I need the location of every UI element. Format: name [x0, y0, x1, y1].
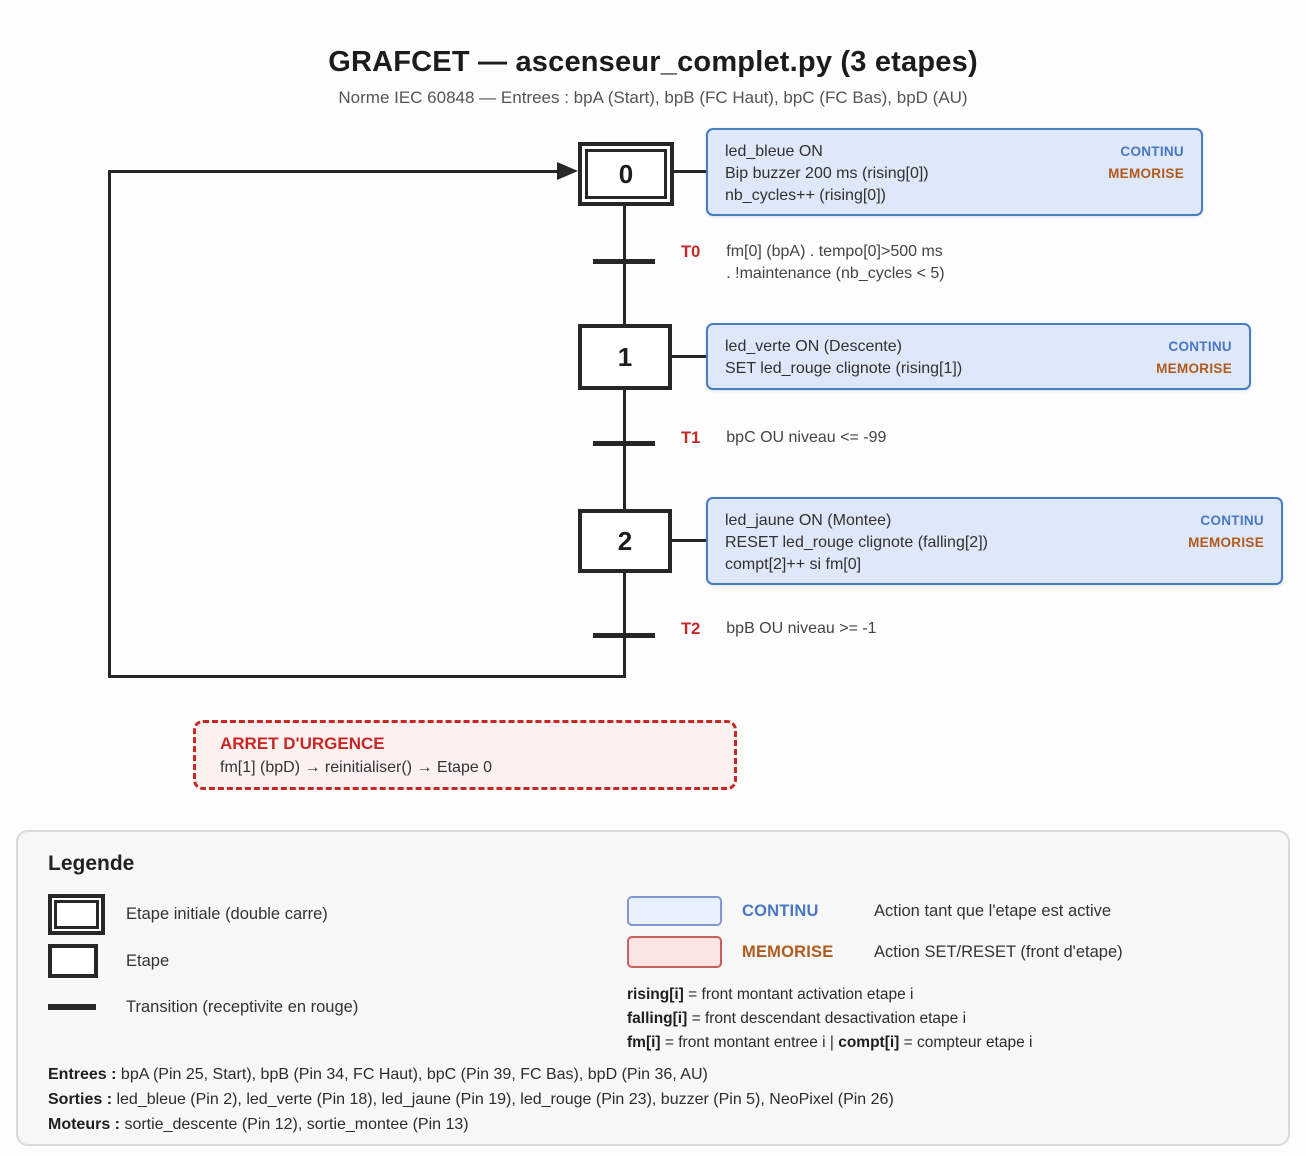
- step-1-action-box: led_verte ON (Descente) SET led_rouge cl…: [706, 323, 1251, 390]
- definition-line: falling[i] = front descendant desactivat…: [627, 1007, 1032, 1031]
- transition-t0-bar: [593, 259, 655, 264]
- transition-t0: T0 fm[0] (bpA) . tempo[0]>500 ms . !main…: [681, 241, 945, 285]
- transition-t1-bar: [593, 441, 655, 446]
- continu-tag-desc: Action tant que l'etape est active: [874, 901, 1112, 920]
- memorise-tag: MEMORISE: [1108, 166, 1184, 181]
- page-title: GRAFCET — ascenseur_complet.py (3 etapes…: [328, 46, 978, 78]
- definition-line: fm[i] = front montant entree i | compt[i…: [627, 1031, 1032, 1055]
- io-label: Moteurs :: [48, 1116, 120, 1133]
- legend-item-label: Etape initiale (double carre): [126, 904, 328, 923]
- definition-term: fm[i]: [627, 1034, 661, 1051]
- step-0-action-box: led_bleue ON Bip buzzer 200 ms (rising[0…: [706, 128, 1203, 216]
- definition-rest: = front descendant desactivation etape i: [687, 1010, 967, 1027]
- io-label: Entrees :: [48, 1066, 117, 1083]
- emergency-stop-text: fm[1] (bpD) → reinitialiser() → Etape 0: [220, 759, 493, 776]
- step-0-action-tags: CONTINU MEMORISE: [1108, 141, 1184, 203]
- memorise-tag-desc: Action SET/RESET (front d'etape): [874, 942, 1123, 961]
- action-line: SET led_rouge clignote (rising[1]): [725, 360, 963, 377]
- definition-rest: = front montant activation etape i: [683, 986, 914, 1003]
- step-1-action-lines: led_verte ON (Descente) SET led_rouge cl…: [725, 336, 962, 377]
- io-line-entrees: Entrees : bpA (Pin 25, Start), bpB (Pin …: [48, 1062, 894, 1087]
- io-text: led_bleue (Pin 2), led_verte (Pin 18), l…: [112, 1091, 894, 1108]
- condition-line: . !maintenance (nb_cycles < 5): [726, 265, 945, 282]
- step-2-action-connector: [670, 539, 706, 542]
- feedback-line-vertical: [108, 170, 111, 678]
- legend-item-initial-step: Etape initiale (double carre): [48, 892, 328, 936]
- continu-tag: CONTINU: [1120, 144, 1184, 159]
- transition-icon: [48, 1004, 106, 1010]
- memorise-tag-name: MEMORISE: [742, 942, 834, 961]
- legend-item-label: Etape: [126, 951, 170, 970]
- transition-t2-label: T2: [681, 620, 701, 638]
- feedback-line-horizontal: [108, 675, 626, 678]
- legend-io-summary: Entrees : bpA (Pin 25, Start), bpB (Pin …: [48, 1062, 894, 1137]
- action-line: RESET led_rouge clignote (falling[2]): [725, 534, 988, 551]
- step-0-box: 0: [578, 142, 674, 206]
- legend-title: Legende: [48, 852, 135, 875]
- definition-term: rising[i]: [627, 986, 684, 1003]
- transition-t2-condition: bpB OU niveau >= -1: [726, 620, 877, 637]
- entry-arrow-line: [108, 170, 558, 173]
- legend-tag-memorise: MEMORISE Action SET/RESET (front d'etape…: [627, 936, 1123, 968]
- step-2-action-tags: CONTINU MEMORISE: [1188, 510, 1264, 572]
- step-2-label: 2: [617, 525, 633, 556]
- transition-t2-bar: [593, 633, 655, 638]
- emergency-stop-title: ARRET D'URGENCE: [220, 734, 385, 753]
- step-0-action-lines: led_bleue ON Bip buzzer 200 ms (rising[0…: [725, 141, 929, 204]
- transition-t1-condition: bpC OU niveau <= -99: [726, 429, 887, 446]
- transition-t1-label: T1: [681, 429, 701, 447]
- action-line: nb_cycles++ (rising[0]): [725, 187, 886, 204]
- continu-tag: CONTINU: [1168, 339, 1232, 354]
- step-0-action-connector: [672, 170, 706, 173]
- continu-swatch-icon: [627, 896, 722, 926]
- step-1-action-connector: [670, 355, 706, 358]
- definition-term: compt[i]: [838, 1034, 900, 1051]
- definition-term: falling[i]: [627, 1010, 688, 1027]
- memorise-swatch-icon: [627, 936, 722, 968]
- action-line: led_bleue ON: [725, 143, 823, 160]
- step-2-action-lines: led_jaune ON (Montee) RESET led_rouge cl…: [725, 510, 988, 573]
- transition-t0-label: T0: [681, 243, 701, 261]
- transition-t0-condition: fm[0] (bpA) . tempo[0]>500 ms . !mainten…: [726, 241, 944, 285]
- transition-t2: T2 bpB OU niveau >= -1: [681, 618, 877, 640]
- step-1-box: 1: [578, 324, 672, 390]
- step-1-label: 1: [617, 341, 633, 372]
- action-line: led_verte ON (Descente): [725, 338, 902, 355]
- step-0-inner-square: 0: [585, 149, 667, 199]
- memorise-tag: MEMORISE: [1188, 535, 1264, 550]
- step-2-action-box: led_jaune ON (Montee) RESET led_rouge cl…: [706, 497, 1283, 585]
- step-2-box: 2: [578, 509, 672, 573]
- io-text: bpA (Pin 25, Start), bpB (Pin 34, FC Hau…: [116, 1066, 708, 1083]
- io-label: Sorties :: [48, 1091, 113, 1108]
- action-line: led_jaune ON (Montee): [725, 512, 892, 529]
- condition-line: fm[0] (bpA) . tempo[0]>500 ms: [726, 243, 943, 260]
- memorise-tag: MEMORISE: [1156, 361, 1232, 376]
- entry-arrowhead-icon: [557, 162, 578, 180]
- io-line-moteurs: Moteurs : sortie_descente (Pin 12), sort…: [48, 1112, 894, 1137]
- action-line: compt[2]++ si fm[0]: [725, 556, 862, 573]
- legend-panel: Legende Etape initiale (double carre) Et…: [16, 830, 1290, 1146]
- initial-step-icon: [48, 893, 106, 935]
- continu-tag-name: CONTINU: [742, 901, 819, 920]
- legend-definitions: rising[i] = front montant activation eta…: [627, 983, 1032, 1055]
- legend-tag-continu: CONTINU Action tant que l'etape est acti…: [627, 896, 1111, 926]
- definition-line: rising[i] = front montant activation eta…: [627, 983, 1032, 1007]
- transition-t1: T1 bpC OU niveau <= -99: [681, 427, 886, 449]
- definition-rest: = compteur etape i: [899, 1034, 1033, 1051]
- legend-item-label: Transition (receptivite en rouge): [126, 997, 359, 1016]
- step-icon: [48, 944, 106, 978]
- action-line: Bip buzzer 200 ms (rising[0]): [725, 165, 929, 182]
- step-1-action-tags: CONTINU MEMORISE: [1156, 336, 1232, 377]
- continu-tag: CONTINU: [1200, 513, 1264, 528]
- io-text: sortie_descente (Pin 12), sortie_montee …: [120, 1116, 469, 1133]
- step-0-label: 0: [618, 158, 634, 189]
- io-line-sorties: Sorties : led_bleue (Pin 2), led_verte (…: [48, 1087, 894, 1112]
- legend-item-step: Etape: [48, 942, 169, 980]
- emergency-stop-box: ARRET D'URGENCE fm[1] (bpD) → reinitiali…: [193, 720, 737, 790]
- page-subtitle: Norme IEC 60848 — Entrees : bpA (Start),…: [338, 88, 968, 107]
- definition-rest: = front montant entree i |: [660, 1034, 839, 1051]
- legend-item-transition: Transition (receptivite en rouge): [48, 994, 358, 1020]
